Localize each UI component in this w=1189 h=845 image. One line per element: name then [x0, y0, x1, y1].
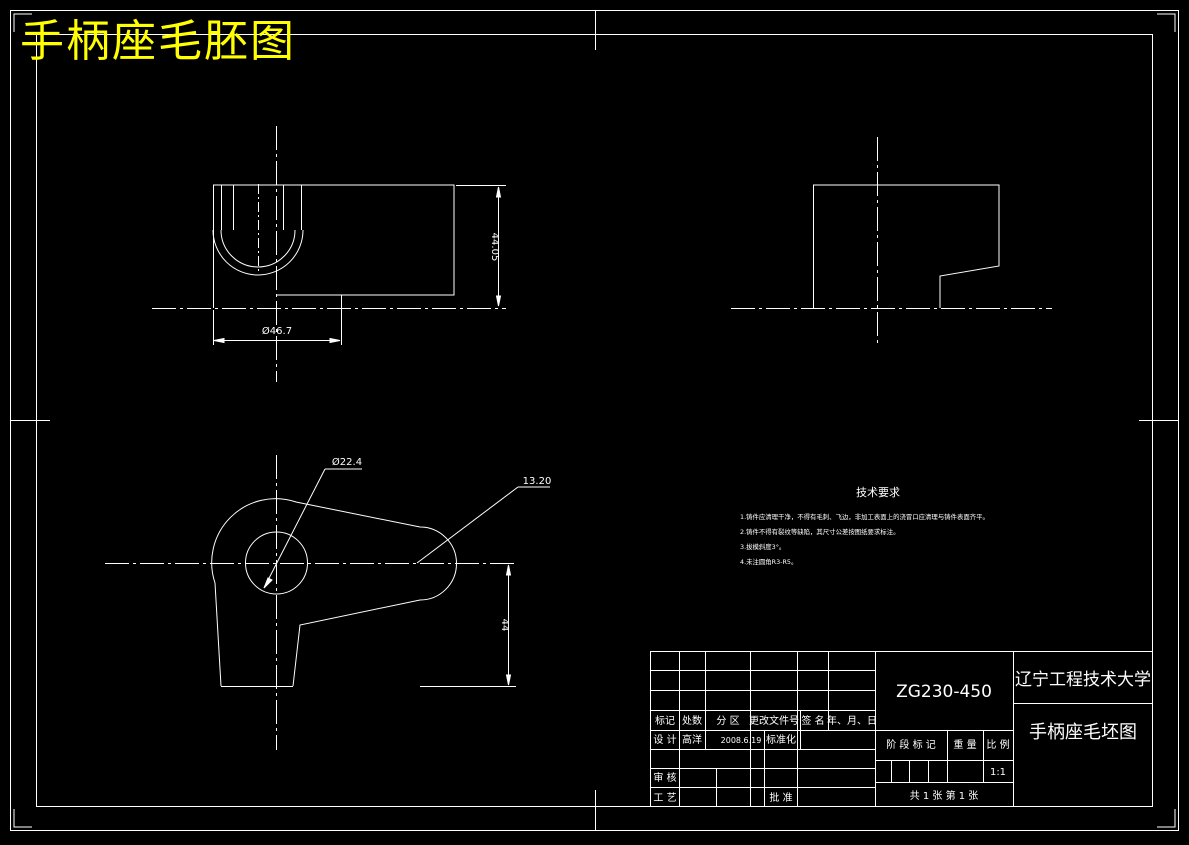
dim-diameter-base: Ø46.7 [262, 325, 292, 337]
outer-border [10, 10, 1179, 831]
design-label: 设 计 [653, 733, 676, 746]
dim-height-top: 44 [499, 619, 510, 632]
approve-label: 批 准 [769, 791, 792, 804]
weight-label: 重 量 [953, 738, 976, 751]
material-label: ZG230-450 [896, 682, 992, 702]
review-label: 审 核 [653, 771, 676, 784]
rev-header: 年、月、日 [827, 714, 877, 727]
dim-height-front: 44.05 [489, 233, 500, 262]
design-date: 2008.6.19 [721, 736, 762, 745]
trim-marks [13, 13, 1176, 828]
centering-marks [10, 10, 1179, 831]
top-view [105, 455, 550, 750]
sheets-count: 共 1 张 第 1 张 [910, 789, 979, 802]
rev-header: 更改文件号 [749, 714, 799, 727]
title-block [650, 651, 1153, 807]
stage-label: 阶 段 标 记 [886, 738, 936, 751]
scale-label: 比 例 [986, 738, 1009, 751]
school-name: 辽宁工程技术大学 [1015, 670, 1151, 690]
front-dimensions [213, 185, 506, 345]
dim-tip-radius: 13.20 [523, 476, 552, 487]
scale-value: 1:1 [990, 767, 1006, 778]
dim-hole-diameter: Ø22.4 [332, 456, 362, 468]
rev-header: 分 区 [716, 715, 739, 727]
process-label: 工 艺 [653, 792, 676, 804]
rev-header: 签 名 [801, 714, 824, 727]
tech-req-item: 4.未注圆角R3-R5。 [740, 557, 797, 566]
standardize-label: 标准化 [766, 733, 796, 746]
tech-req-item: 1.铸件应清理干净，不得有毛刺、飞边，非加工表面上的浇冒口应清理与铸件表面齐平。 [740, 512, 989, 521]
tech-req-item: 2.铸件不得有裂纹等缺陷，其尺寸公差按图纸要求标注。 [740, 527, 899, 536]
designer-name: 高洋 [682, 733, 702, 746]
drawing-name: 手柄座毛坯图 [1029, 722, 1137, 743]
side-view [731, 137, 1052, 345]
front-view [152, 126, 506, 382]
tech-req-heading: 技术要求 [856, 486, 900, 499]
rev-header: 处数 [682, 714, 702, 727]
rev-header: 标记 [655, 715, 675, 727]
drawing-title: 手柄座毛胚图 [20, 16, 296, 67]
tech-req-item: 3.拔模斜度3°。 [740, 542, 785, 551]
